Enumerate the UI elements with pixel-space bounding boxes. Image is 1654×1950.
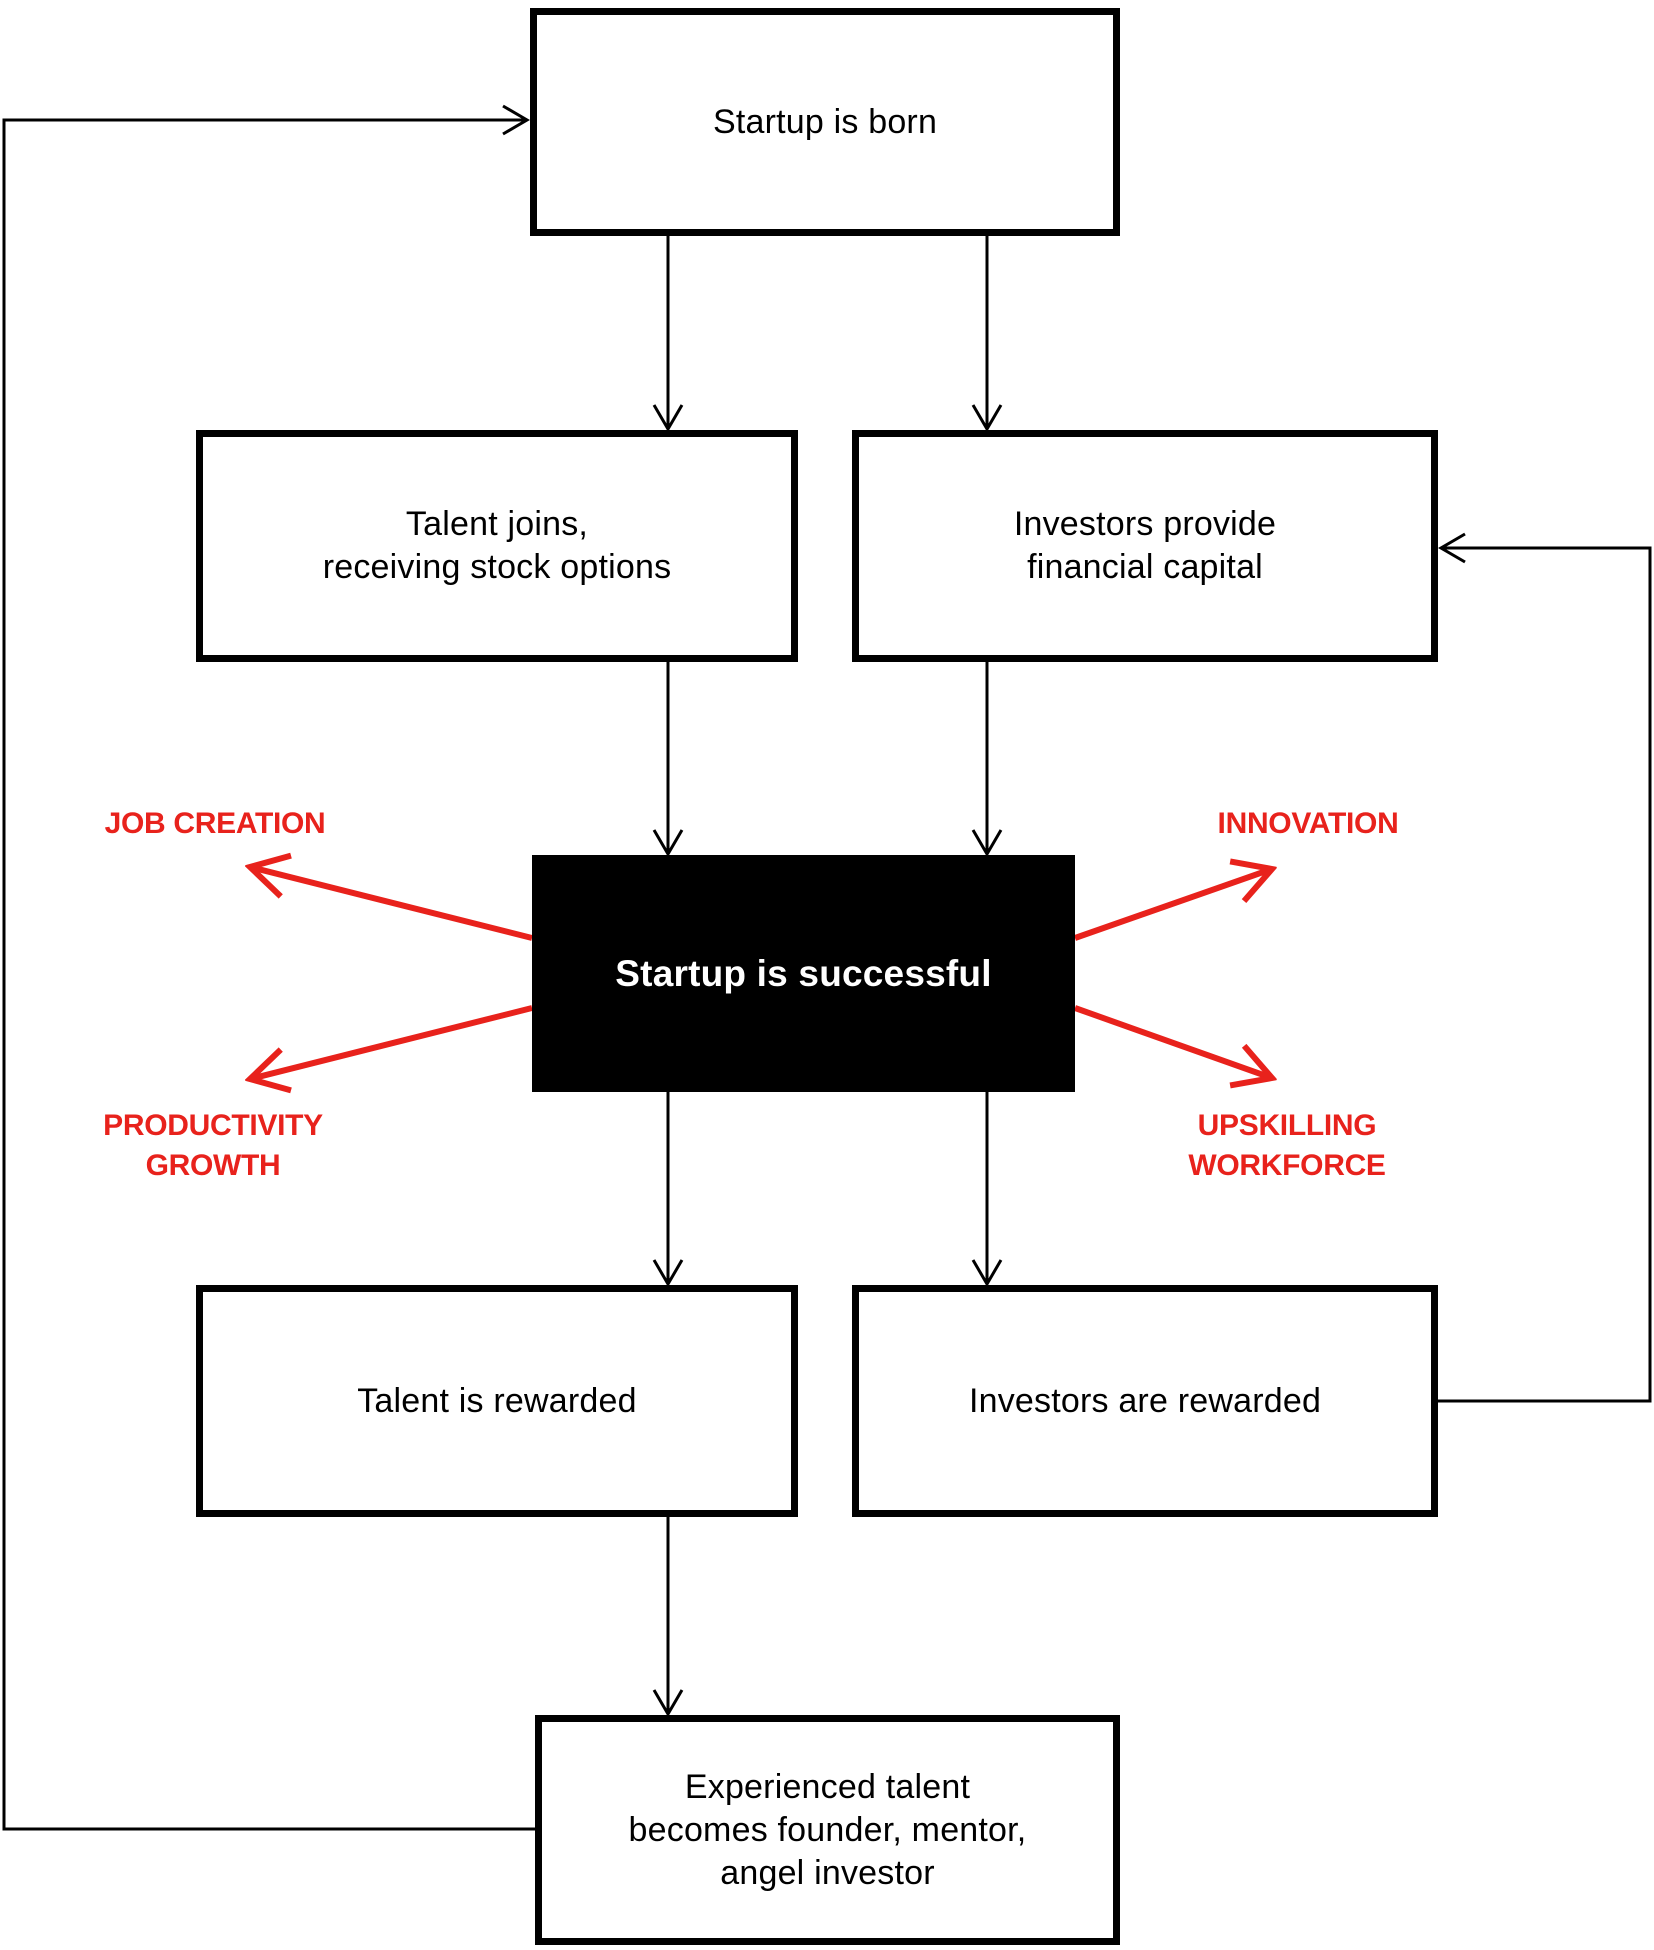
node-label: Startup is born <box>712 102 938 141</box>
outcome-label-line: GROWTH <box>145 1149 281 1182</box>
arrow-outcome-productivity <box>250 1005 533 1079</box>
node-label-line: Investors provide <box>1013 505 1277 543</box>
node-label-line: financial capital <box>1027 548 1263 586</box>
node-label-line: Talent joins, <box>405 505 589 543</box>
node-talent-joins: Talent joins, receiving stock options <box>196 430 798 662</box>
outcome-job-creation: JOB CREATION <box>60 804 370 844</box>
outcome-innovation: INNOVATION <box>1153 804 1463 844</box>
node-investors-provide-capital: Investors provide financial capital <box>852 430 1438 662</box>
node-startup-is-born: Startup is born <box>530 8 1120 236</box>
loop-experienced-to-born <box>2 104 535 1831</box>
loop-investor-reward-to-investors <box>1438 532 1652 1403</box>
node-startup-is-successful: Startup is successful <box>532 855 1075 1092</box>
node-label: Startup is successful <box>615 953 992 994</box>
node-label-line: becomes founder, mentor, <box>628 1810 1027 1849</box>
outcome-label: JOB CREATION <box>104 807 326 840</box>
node-investors-are-rewarded: Investors are rewarded <box>852 1285 1438 1517</box>
node-label-line: receiving stock options <box>322 548 672 586</box>
outcome-label-line: UPSKILLING <box>1197 1109 1377 1142</box>
arrow-outcome-job-creation <box>250 867 533 941</box>
arrow-outcome-upskilling <box>1073 1005 1272 1078</box>
outcome-label-line: WORKFORCE <box>1188 1149 1386 1182</box>
outcome-label: INNOVATION <box>1217 807 1399 840</box>
node-label: Investors are rewarded <box>968 1381 1322 1420</box>
node-talent-is-rewarded: Talent is rewarded <box>196 1285 798 1517</box>
outcome-productivity-growth: PRODUCTIVITY GROWTH <box>58 1106 368 1186</box>
outcome-upskilling-workforce: UPSKILLING WORKFORCE <box>1132 1106 1442 1186</box>
node-experienced-talent: Experienced talent becomes founder, ment… <box>535 1715 1120 1945</box>
outcome-label-line: PRODUCTIVITY <box>103 1109 323 1142</box>
arrow-outcome-innovation <box>1074 869 1272 941</box>
node-label: Talent is rewarded <box>357 1381 637 1420</box>
node-label-line: angel investor <box>720 1853 935 1892</box>
node-label-line: Experienced talent <box>684 1767 971 1806</box>
